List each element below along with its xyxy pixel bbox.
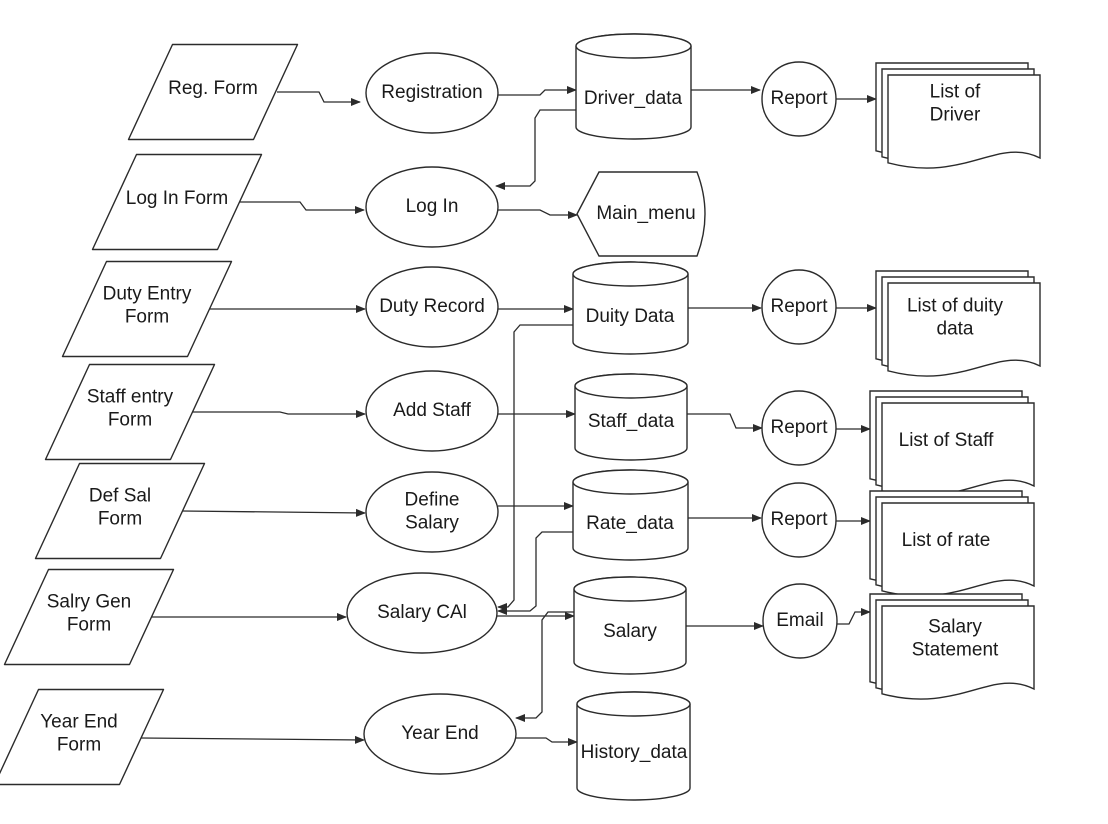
arrow-registration-to-driver-data [498, 86, 577, 96]
main-menu-display: Main_menu [576, 171, 706, 257]
arrow-email-to-salary-statement [837, 608, 871, 625]
arrow-staff-entry-form-to-add-staff [192, 410, 366, 418]
email-label: Email [776, 610, 824, 631]
year-end-label: Year End [401, 723, 478, 744]
arrow-rate-data-to-salary-calc [497, 531, 573, 615]
report-staff-process: Report [761, 390, 837, 466]
year-end-process: Year End [363, 693, 517, 775]
report-driver-process: Report [761, 61, 837, 137]
add-staff-label: Add Staff [393, 400, 472, 421]
registration-label: Registration [381, 82, 482, 103]
duty-record-label: Duty Record [379, 296, 485, 317]
arrow-staff-data-to-report-staff [687, 413, 763, 432]
login-label: Log In [406, 196, 459, 217]
arrow-def-sal-form-to-define-salary [181, 508, 366, 517]
duty-data-label: Duity Data [586, 306, 675, 327]
report-rate-label: Report [770, 509, 828, 530]
list-staff-label: List of Staff [899, 430, 994, 451]
report-duty-label: Report [770, 296, 828, 317]
salary-calc-label: Salary CAl [377, 602, 467, 623]
registration-process: Registration [365, 52, 499, 134]
report-rate-process: Report [761, 482, 837, 558]
staff-data-store: Staff_data [574, 373, 688, 461]
salary-calc-process: Salary CAl [346, 572, 498, 654]
salary-label: Salary [603, 621, 657, 642]
reg-form-label: Reg. Form [168, 78, 258, 99]
arrow-salary-to-year-end [515, 611, 574, 722]
rate-data-label: Rate_data [586, 513, 674, 534]
arrow-year-end-form-to-year-end [140, 735, 365, 744]
staff-data-label: Staff_data [588, 411, 675, 432]
list-rate-documents: List of rate [869, 490, 1035, 597]
list-rate-label: List of rate [902, 530, 991, 551]
add-staff-process: Add Staff [365, 370, 499, 452]
arrow-driver-data-to-login [495, 109, 576, 190]
report-staff-label: Report [770, 417, 828, 438]
arrow-reg-form-to-registration [277, 91, 361, 106]
email-process: Email [762, 583, 838, 659]
history-data-store: History_data [576, 691, 691, 801]
duty-record-process: Duty Record [365, 266, 499, 348]
reg-form-shape: Reg. Form [127, 43, 299, 141]
rate-data-store: Rate_data [572, 469, 689, 561]
report-driver-label: Report [770, 88, 828, 109]
report-duty-process: Report [761, 269, 837, 345]
login-form-shape: Log In Form [91, 153, 263, 251]
arrow-year-end-to-history-data [516, 737, 578, 746]
driver-data-label: Driver_data [584, 88, 683, 109]
driver-data-store: Driver_data [575, 33, 692, 140]
history-data-label: History_data [581, 742, 688, 763]
list-staff-documents: List of Staff [869, 390, 1035, 497]
arrow-login-form-to-login [240, 201, 365, 214]
main-menu-label: Main_menu [596, 203, 695, 224]
salary-store: Salary [573, 576, 687, 675]
duty-data-store: Duity Data [572, 261, 689, 355]
login-process: Log In [365, 166, 499, 248]
login-form-label: Log In Form [126, 188, 228, 209]
arrow-login-to-main-menu [498, 209, 578, 219]
